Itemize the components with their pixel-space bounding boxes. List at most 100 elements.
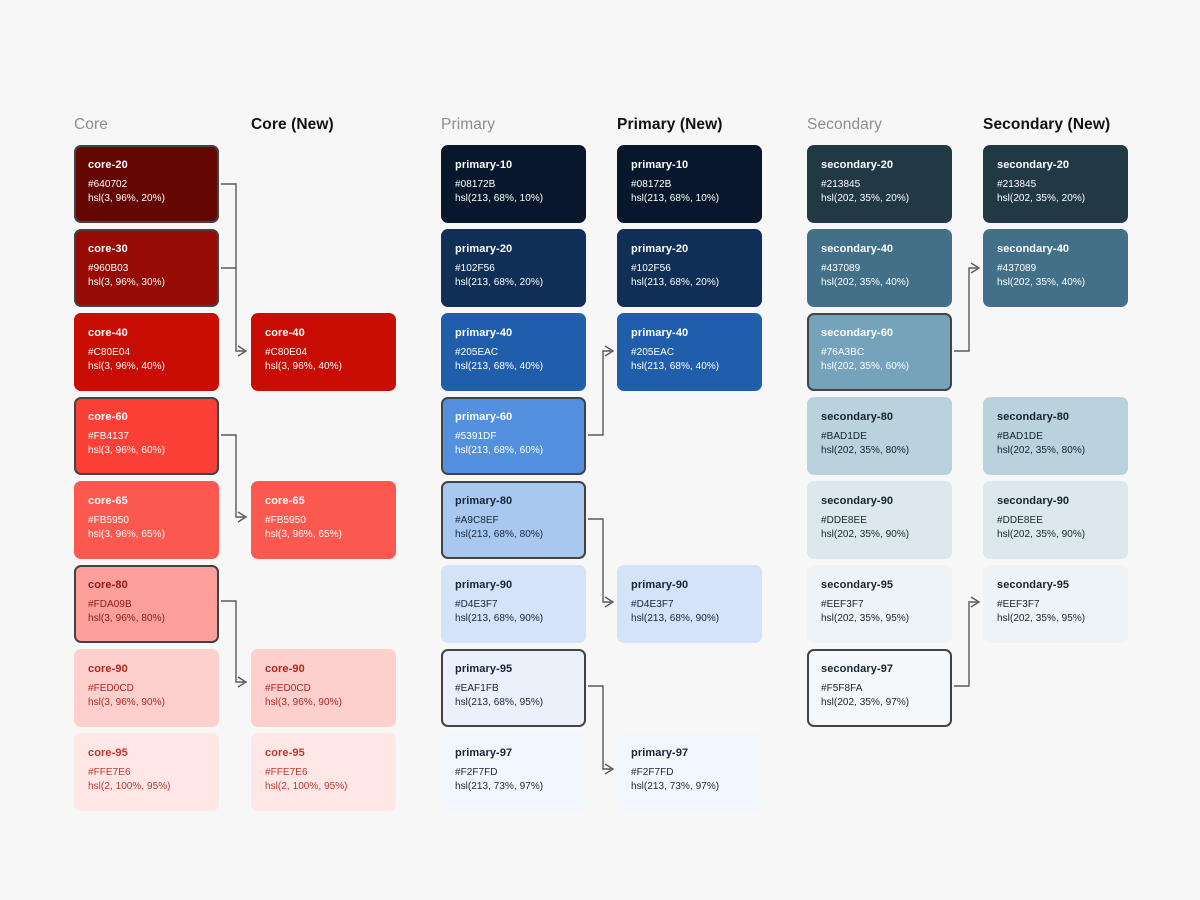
- swatch-hex-value: #FFE7E6: [88, 767, 131, 778]
- swatch-hsl-value: hsl(3, 96%, 80%): [88, 613, 165, 624]
- swatch-hsl-value: hsl(202, 35%, 40%): [821, 277, 910, 288]
- swatch-hsl-value: hsl(3, 96%, 40%): [265, 361, 342, 372]
- arrow-core-65-icon: [237, 511, 248, 523]
- swatch-hsl-value: hsl(202, 35%, 95%): [821, 613, 910, 624]
- connector-core-20-30-to-core-40: [221, 183, 244, 352]
- swatch-hex-value: #213845: [821, 179, 861, 190]
- swatch-name: primary-97: [455, 747, 513, 759]
- swatch-hsl-value: hsl(213, 68%, 40%): [631, 361, 720, 372]
- swatch-hex-value: #205EAC: [455, 347, 499, 358]
- connector-secondary-97-to-secondary-95: [954, 601, 977, 687]
- connector-primary-60-to-primary-40: [588, 350, 611, 436]
- swatch-card-secondary-95[interactable]: secondary-95 #EEF3F7 hsl(202, 35%, 95%): [807, 565, 952, 643]
- swatch-card-secondary-80[interactable]: secondary-80 #BAD1DE hsl(202, 35%, 80%): [807, 397, 952, 475]
- swatch-name: primary-90: [455, 579, 513, 591]
- swatch-hex-value: #F2F7FD: [455, 767, 498, 778]
- swatch-hsl-value: hsl(202, 35%, 40%): [997, 277, 1086, 288]
- connector-core-60-to-core-65: [221, 434, 244, 518]
- swatch-hsl-value: hsl(202, 35%, 95%): [997, 613, 1086, 624]
- swatch-name: primary-80: [455, 495, 513, 507]
- swatch-hsl-value: hsl(3, 96%, 65%): [88, 529, 165, 540]
- swatch-name: primary-10: [631, 159, 689, 171]
- swatch-hsl-value: hsl(213, 68%, 90%): [631, 613, 720, 624]
- swatch-hex-value: #F2F7FD: [631, 767, 674, 778]
- arrow-secondary-95-icon: [970, 596, 981, 608]
- swatch-name: core-95: [265, 747, 305, 759]
- swatch-hex-value: #DDE8EE: [997, 515, 1043, 526]
- swatch-hex-value: #EEF3F7: [821, 599, 864, 610]
- swatch-hex-value: #102F56: [455, 263, 495, 274]
- swatch-hex-value: #D4E3F7: [455, 599, 498, 610]
- swatch-name: primary-60: [455, 411, 513, 423]
- swatch-name: core-90: [265, 663, 305, 675]
- column-header-secondary-old: Secondary: [807, 116, 883, 133]
- swatch-hsl-value: hsl(202, 35%, 90%): [821, 529, 910, 540]
- swatch-hsl-value: hsl(202, 35%, 20%): [821, 193, 910, 204]
- swatch-name: core-60: [88, 411, 128, 423]
- swatch-hex-value: #DDE8EE: [821, 515, 867, 526]
- swatch-hsl-value: hsl(3, 96%, 40%): [88, 361, 165, 372]
- swatch-name: secondary-40: [821, 243, 894, 255]
- swatch-hex-value: #08172B: [455, 179, 496, 190]
- swatch-name: core-20: [88, 159, 128, 171]
- column-header-primary-new: Primary (New): [617, 116, 723, 133]
- swatch-name: secondary-80: [821, 411, 894, 423]
- swatch-hsl-value: hsl(213, 68%, 20%): [455, 277, 544, 288]
- swatch-hex-value: #76A3BC: [821, 347, 865, 358]
- swatch-hex-value: #FFE7E6: [265, 767, 308, 778]
- swatch-name: secondary-80: [997, 411, 1070, 423]
- swatch-name: secondary-95: [821, 579, 894, 591]
- swatch-hsl-value: hsl(3, 96%, 90%): [88, 697, 165, 708]
- swatch-hex-value: #640702: [88, 179, 128, 190]
- swatch-hex-value: #213845: [997, 179, 1037, 190]
- swatch-name: primary-95: [455, 663, 513, 675]
- swatch-hsl-value: hsl(213, 68%, 40%): [455, 361, 544, 372]
- swatch-hsl-value: hsl(202, 35%, 60%): [821, 361, 910, 372]
- swatch-name: primary-20: [631, 243, 689, 255]
- swatch-name: primary-90: [631, 579, 689, 591]
- swatch-hex-value: #BAD1DE: [821, 431, 867, 442]
- swatch-name: secondary-95: [997, 579, 1070, 591]
- swatch-hsl-value: hsl(3, 96%, 60%): [88, 445, 165, 456]
- swatch-hsl-value: hsl(202, 35%, 80%): [821, 445, 910, 456]
- swatch-hex-value: #960B03: [88, 263, 129, 274]
- swatch-hex-value: #FB5950: [88, 515, 129, 526]
- connector-secondary-60-to-secondary-40: [954, 267, 977, 352]
- swatch-hsl-value: hsl(3, 96%, 30%): [88, 277, 165, 288]
